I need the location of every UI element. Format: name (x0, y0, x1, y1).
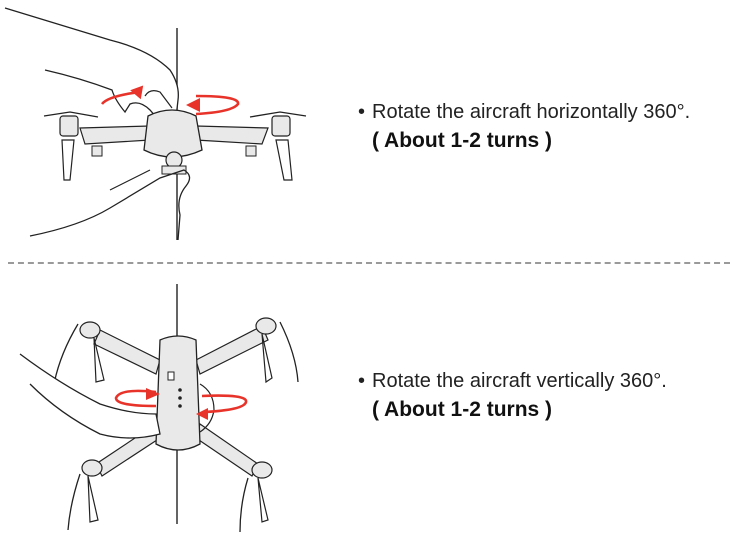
vertical-calibration-step: • Rotate the aircraft vertically 360°. ( … (0, 264, 736, 554)
bullet: • (358, 101, 366, 123)
instruction-label: Rotate the aircraft horizontally 360°. (372, 101, 691, 123)
instruction-note: ( About 1-2 turns ) (372, 398, 553, 421)
instruction-label: Rotate the aircraft vertically 360°. (372, 370, 667, 392)
instruction-text: • Rotate the aircraft horizontally 360°. (358, 98, 690, 126)
horizontal-calibration-step: •Rotate the aircraft horizontally 360°. … (0, 0, 736, 262)
vertical-instruction: • Rotate the aircraft vertically 360°. ( … (358, 367, 667, 425)
instruction-text: • Rotate the aircraft vertically 360°. (358, 367, 667, 395)
drone-horizontal-rotation-icon (4, 7, 307, 241)
dashed-divider (8, 262, 730, 264)
instruction-note: ( About 1-2 turns ) (372, 129, 553, 152)
horizontal-instruction: •Rotate the aircraft horizontally 360°. … (358, 98, 690, 156)
drone-vertical-rotation-icon (19, 284, 299, 533)
bullet: • (358, 370, 366, 392)
